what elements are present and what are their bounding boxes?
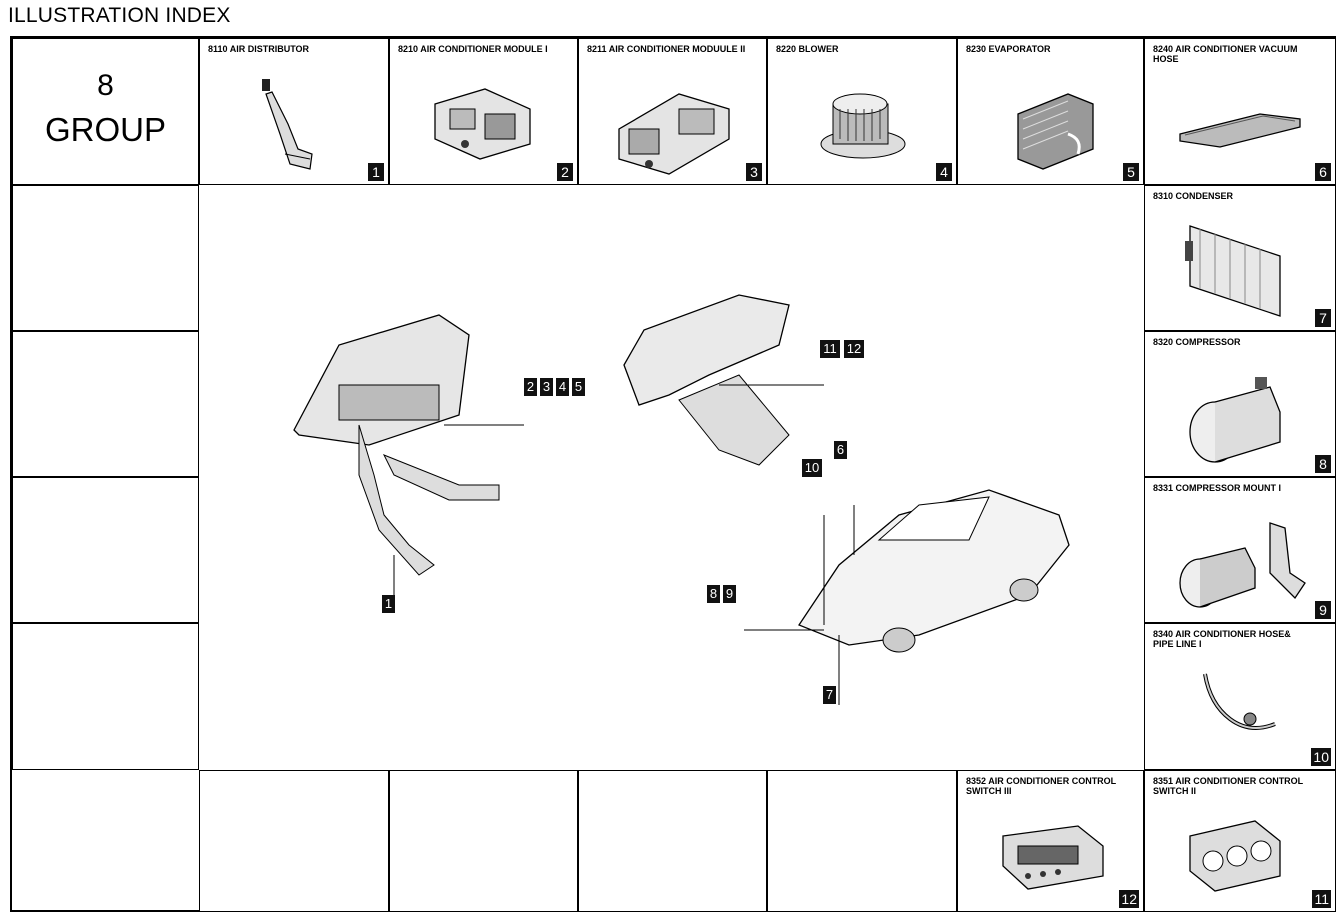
part-label: 8331 COMPRESSOR MOUNT I: [1153, 483, 1282, 493]
part-label: 8351 AIR CONDITIONER CONTROL SWITCH II: [1153, 776, 1304, 796]
part-cell-ac-module-1[interactable]: 8210 AIR CONDITIONER MODULE I 2: [389, 38, 578, 185]
part-cell-ac-module-2[interactable]: 8211 AIR CONDITIONER MODUULE II 3: [578, 38, 767, 185]
part-cell-compressor[interactable]: 8320 COMPRESSOR 8: [1144, 331, 1336, 477]
callout-11: 11: [820, 340, 840, 358]
ac-module-icon: [434, 88, 531, 160]
empty-cell: [12, 185, 199, 331]
part-label: 8220 BLOWER: [776, 44, 839, 54]
group-cell: 8 GROUP: [12, 38, 199, 185]
empty-cell: [767, 770, 957, 912]
callout-12: 12: [844, 340, 864, 358]
empty-cell: [389, 770, 578, 912]
callout-2: 2: [524, 378, 537, 396]
part-index: 8: [1315, 455, 1331, 473]
callout-10: 10: [802, 459, 822, 477]
part-label: 8352 AIR CONDITIONER CONTROL SWITCH III: [966, 776, 1117, 796]
callout-3: 3: [540, 378, 553, 396]
part-cell-hose-pipe[interactable]: 8340 AIR CONDITIONER HOSE& PIPE LINE I 1…: [1144, 623, 1336, 770]
part-index: 4: [936, 163, 952, 181]
part-cell-vacuum-hose[interactable]: 8240 AIR CONDITIONER VACUUM HOSE 6: [1144, 38, 1336, 185]
part-index: 5: [1123, 163, 1139, 181]
console-illustration: [623, 294, 824, 466]
part-label: 8240 AIR CONDITIONER VACUUM HOSE: [1153, 44, 1298, 64]
assembly-diagram: [293, 294, 1070, 705]
callout-7: 7: [823, 686, 836, 704]
part-label: 8340 AIR CONDITIONER HOSE& PIPE LINE I: [1153, 629, 1291, 649]
part-index: 10: [1311, 748, 1331, 766]
index-frame: 8 GROUP 8110 AIR DISTRIBUTOR 1 8210 AIR …: [10, 36, 1336, 912]
part-index: 7: [1315, 309, 1331, 327]
part-label: 8211 AIR CONDITIONER MODUULE II: [587, 44, 746, 54]
empty-cell: [578, 770, 767, 912]
part-label: 8230 EVAPORATOR: [966, 44, 1051, 54]
blower-icon: [820, 93, 906, 159]
group-number: 8: [97, 69, 114, 102]
part-index: 9: [1315, 601, 1331, 619]
callout-9: 9: [723, 585, 736, 603]
part-index: 6: [1315, 163, 1331, 181]
dashboard-assembly-illustration: [293, 314, 524, 605]
ac-module-2-icon: [618, 93, 730, 175]
evaporator-icon: [1017, 93, 1094, 170]
empty-cell: [12, 331, 199, 477]
page-title: ILLUSTRATION INDEX: [8, 4, 231, 27]
part-index: 2: [557, 163, 573, 181]
part-label: 8110 AIR DISTRIBUTOR: [208, 44, 310, 54]
part-cell-evaporator[interactable]: 8230 EVAPORATOR 5: [957, 38, 1144, 185]
vacuum-hose-icon: [1179, 113, 1301, 148]
compressor-mount-icon: [1179, 522, 1306, 608]
hose-pipe-icon: [1203, 673, 1276, 730]
empty-cell: [12, 623, 199, 770]
compressor-icon: [1189, 377, 1281, 463]
callout-8: 8: [707, 585, 720, 603]
callout-6: 6: [834, 441, 847, 459]
part-cell-condenser[interactable]: 8310 CONDENSER 7: [1144, 185, 1336, 331]
control-switch-2-icon: [1189, 820, 1281, 892]
car-illustration: [744, 489, 1070, 705]
empty-cell: [199, 770, 389, 912]
callout-4: 4: [556, 378, 569, 396]
air-distributor-icon: [262, 79, 313, 170]
callout-1: 1: [382, 595, 395, 613]
part-cell-air-distributor[interactable]: 8110 AIR DISTRIBUTOR 1: [199, 38, 389, 185]
control-switch-3-icon: [1002, 825, 1104, 890]
empty-cell: [12, 477, 199, 623]
part-label: 8320 COMPRESSOR: [1153, 337, 1241, 347]
part-index: 12: [1119, 890, 1139, 908]
group-word: GROUP: [44, 111, 166, 148]
part-cell-compressor-mount[interactable]: 8331 COMPRESSOR MOUNT I 9: [1144, 477, 1336, 623]
part-label: 8210 AIR CONDITIONER MODULE I: [398, 44, 548, 54]
part-cell-blower[interactable]: 8220 BLOWER 4: [767, 38, 957, 185]
condenser-icon: [1185, 225, 1281, 317]
part-index: 3: [746, 163, 762, 181]
callout-5: 5: [572, 378, 585, 396]
part-cell-control-switch-3[interactable]: 8352 AIR CONDITIONER CONTROL SWITCH III …: [957, 770, 1144, 912]
part-label: 8310 CONDENSER: [1153, 191, 1234, 201]
part-index: 11: [1312, 890, 1331, 908]
part-cell-control-switch-2[interactable]: 8351 AIR CONDITIONER CONTROL SWITCH II 1…: [1144, 770, 1336, 912]
part-index: 1: [368, 163, 384, 181]
